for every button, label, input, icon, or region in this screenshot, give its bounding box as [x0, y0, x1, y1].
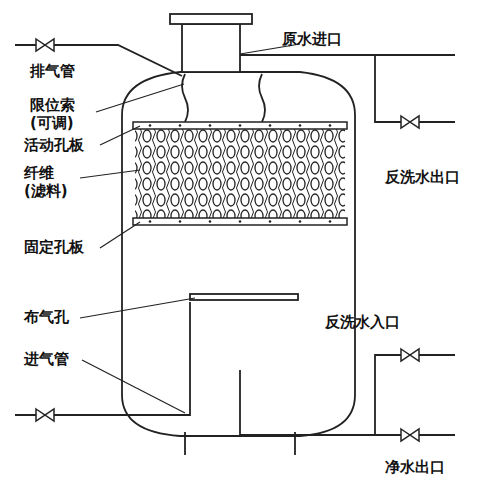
- part-label: 活动孔板: [24, 136, 84, 154]
- part-label: 反洗水出口: [385, 168, 460, 186]
- part-label: 纤维 (滤料): [24, 164, 78, 200]
- part-label: 固定孔板: [24, 238, 84, 256]
- part-label: 布气孔: [24, 308, 69, 326]
- part-label: 原水进口: [282, 30, 342, 48]
- part-label: 净水出口: [385, 458, 445, 476]
- part-label: 进气管: [24, 350, 69, 368]
- part-label: 排气管: [30, 62, 75, 80]
- part-label: 限位索 (可调): [30, 96, 90, 132]
- part-label: 反洗水入口: [325, 313, 400, 331]
